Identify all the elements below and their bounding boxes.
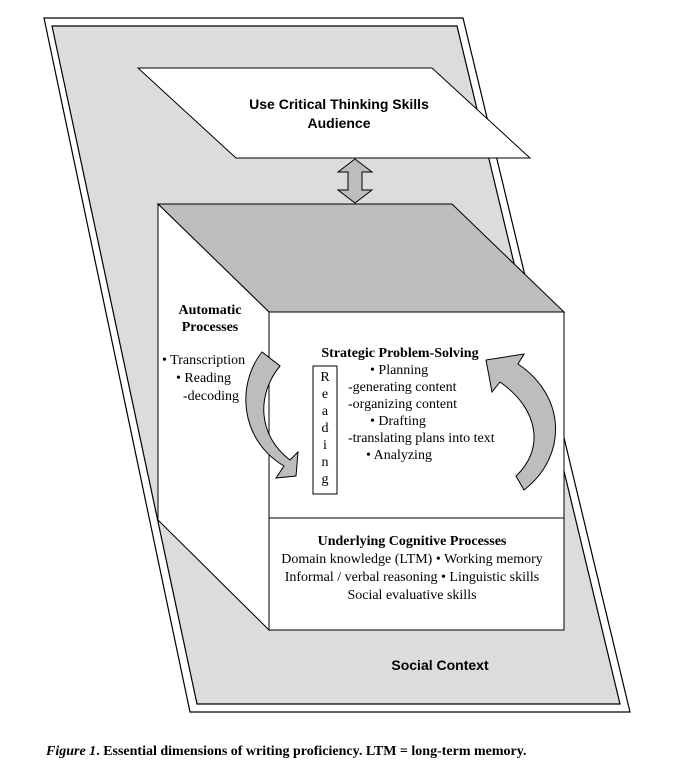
automatic-heading-line1: Automatic xyxy=(179,303,242,318)
underlying-heading: Underlying Cognitive Processes xyxy=(318,534,507,549)
reading-letter: n xyxy=(322,455,329,470)
automatic-heading-line2: Processes xyxy=(182,320,239,335)
social-context-label: Social Context xyxy=(391,657,489,673)
automatic-item-transcription: • Transcription xyxy=(162,353,245,368)
strategic-heading: Strategic Problem-Solving xyxy=(321,346,478,361)
automatic-item-decoding: -decoding xyxy=(183,389,239,404)
reading-box xyxy=(312,365,338,495)
strategic-line-translating: -translating plans into text xyxy=(348,431,495,446)
critical-thinking-plane xyxy=(136,67,532,159)
audience-label: Audience xyxy=(307,115,370,131)
strategic-line-analyzing: • Analyzing xyxy=(366,448,432,463)
critical-thinking-title: Use Critical Thinking Skills xyxy=(249,96,429,112)
reading-letter: a xyxy=(322,404,329,419)
automatic-item-reading: • Reading xyxy=(176,371,231,386)
figure-caption: Figure 1. Essential dimensions of writin… xyxy=(46,744,666,760)
reading-letter: i xyxy=(323,438,327,453)
strategic-line-generating: -generating content xyxy=(348,380,457,395)
strategic-line-planning: • Planning xyxy=(370,363,428,378)
reading-letter: e xyxy=(322,387,328,402)
underlying-line-domain: Domain knowledge (LTM) • Working memory xyxy=(281,552,543,567)
reading-letters: R e a d i n g xyxy=(320,370,330,487)
strategic-line-drafting: • Drafting xyxy=(370,414,426,429)
curved-arrow-right-icon xyxy=(485,353,556,491)
caption-text: . Essential dimensions of writing profic… xyxy=(96,744,527,759)
double-arrow-icon xyxy=(336,158,374,204)
underlying-line-social: Social evaluative skills xyxy=(347,588,476,603)
figure-label: Figure 1 xyxy=(46,744,97,759)
underlying-line-reasoning: Informal / verbal reasoning • Linguistic… xyxy=(285,570,540,585)
strategic-line-organizing: -organizing content xyxy=(348,397,457,412)
reading-letter: R xyxy=(320,370,330,385)
reading-letter: d xyxy=(322,421,329,436)
curved-arrow-left-icon xyxy=(245,351,299,479)
social-context-plane-outer xyxy=(43,17,631,713)
reading-letter: g xyxy=(322,472,329,487)
